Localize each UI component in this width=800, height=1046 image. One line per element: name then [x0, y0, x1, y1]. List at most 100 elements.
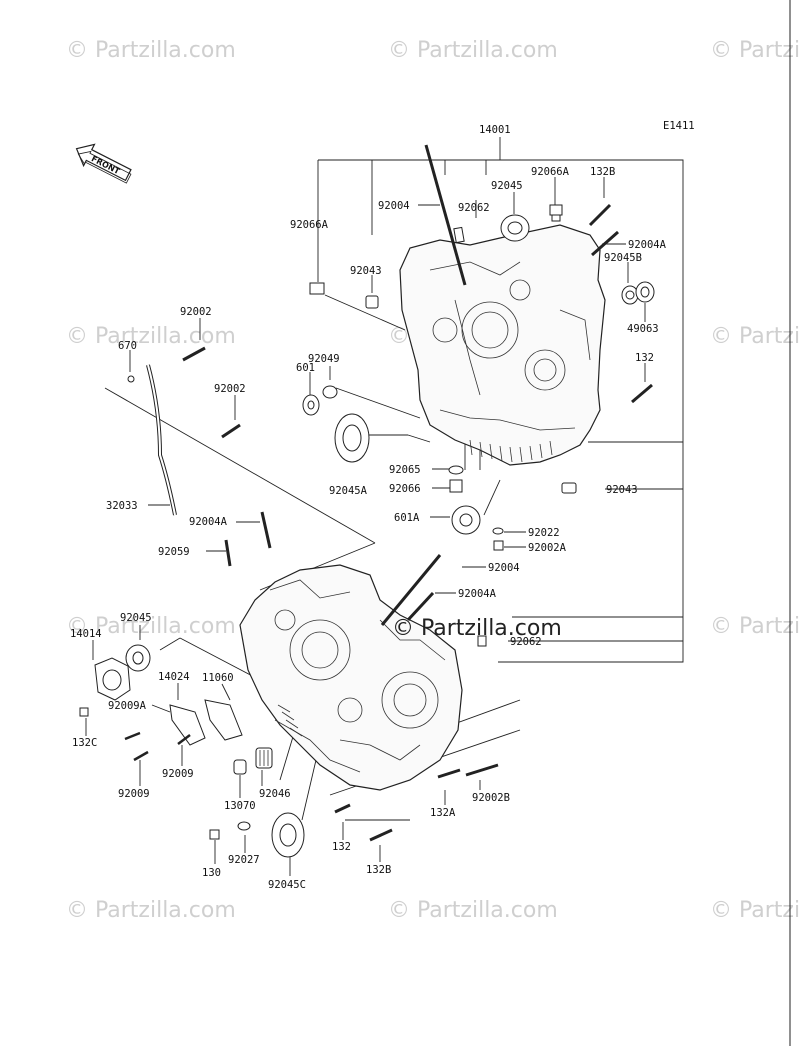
- parts-layer: [79, 144, 655, 858]
- part-label: 92009A: [108, 700, 147, 712]
- lower-crankcase-half: [239, 564, 463, 791]
- watermark: © Partzilla.com: [710, 38, 800, 63]
- part-label: 92062: [510, 636, 542, 648]
- screw-icon: [177, 734, 191, 745]
- part-label: 92045: [491, 180, 523, 192]
- screw-icon: [124, 731, 141, 741]
- stud-icon: [380, 554, 442, 626]
- needle-bearing-icon: [255, 747, 273, 769]
- part-label: 14024: [158, 671, 190, 683]
- bolt-icon: [631, 383, 653, 404]
- part-label: 13070: [224, 800, 256, 812]
- stud-icon: [406, 591, 435, 622]
- part-label: 49063: [627, 323, 659, 335]
- part-label: 92065: [389, 464, 421, 476]
- watermark: © Partzilla.com: [710, 898, 800, 923]
- watermark: © Partzilla.com: [66, 898, 236, 923]
- part-label: 601: [296, 362, 315, 374]
- part-label: 92045C: [268, 879, 306, 891]
- part-label: 92004A: [189, 516, 228, 528]
- bolt-icon: [334, 803, 351, 814]
- watermark: © Partzilla.com: [710, 324, 800, 349]
- part-label: 92002: [180, 306, 212, 318]
- part-label: 92062: [458, 202, 490, 214]
- watermark: © Partzilla.com: [66, 614, 236, 639]
- bolt-icon: [437, 768, 461, 779]
- dowel-pin: [477, 635, 487, 647]
- washer-icon: [448, 465, 464, 475]
- part-label: 92043: [350, 265, 382, 277]
- part-label: 92027: [228, 854, 260, 866]
- part-label: 32033: [106, 500, 138, 512]
- part-label: 92022: [528, 527, 560, 539]
- stud-icon: [260, 511, 272, 549]
- part-label: 92066A: [290, 219, 329, 231]
- part-label: 670: [118, 340, 137, 352]
- part-label: 92002: [214, 383, 246, 395]
- watermark: © Partzilla.com: [66, 324, 236, 349]
- part-label: 92009: [162, 768, 194, 780]
- part-label: 132: [332, 841, 351, 853]
- bolt-icon: [221, 423, 241, 439]
- washer-icon: [237, 821, 251, 831]
- bearing-icon: [302, 394, 320, 416]
- dowel-pin: [365, 295, 379, 309]
- washer-icon: [322, 385, 338, 399]
- watermark: © Partzilla.com: [388, 38, 558, 63]
- part-label: 92043: [606, 484, 638, 496]
- watermark: © Partzilla.com: [388, 898, 558, 923]
- dowel-pin: [561, 482, 577, 494]
- bearing-icon: [334, 413, 370, 463]
- part-label: 92002A: [528, 542, 567, 554]
- part-labels: 14001 92066A 132B 92045 92004 92062 9200…: [70, 124, 667, 891]
- bolt-icon: [182, 346, 206, 362]
- bolt-icon: [209, 829, 220, 840]
- part-label: 92059: [158, 546, 190, 558]
- part-label: 92049: [308, 353, 340, 365]
- plug-icon: [549, 204, 563, 222]
- stud-92004: [424, 144, 467, 286]
- stud-icon: [224, 539, 232, 567]
- part-label: 92002B: [472, 792, 510, 804]
- part-label: 130: [202, 867, 221, 879]
- bearing-icon: [271, 812, 305, 858]
- diagram-code: E1411: [663, 120, 695, 132]
- part-label: 14014: [70, 628, 102, 640]
- bolt-icon: [465, 763, 499, 777]
- part-label: 92046: [259, 788, 291, 800]
- part-label: 132B: [366, 864, 391, 876]
- part-label: 601A: [394, 512, 420, 524]
- plug-icon: [309, 282, 325, 295]
- part-label: 11060: [202, 672, 234, 684]
- gasket-icon: [204, 699, 243, 741]
- part-label: 92009: [118, 788, 150, 800]
- part-label: 14001: [479, 124, 511, 136]
- part-label: 92004A: [458, 588, 497, 600]
- bearing-icon: [451, 505, 481, 535]
- front-arrow-icon: FRONT: [75, 143, 132, 184]
- screw-icon: [133, 750, 149, 762]
- cover-plate: [94, 657, 131, 701]
- part-label: 132A: [430, 807, 456, 819]
- bolt-icon: [493, 540, 504, 551]
- part-label: 92066A: [531, 166, 570, 178]
- part-label: 92004: [488, 562, 520, 574]
- bolt-icon: [369, 828, 393, 842]
- bolt-icon: [79, 707, 89, 717]
- center-watermark: © Partzilla.com: [392, 616, 562, 641]
- spacer-icon: [233, 759, 247, 775]
- part-label: 92066: [389, 483, 421, 495]
- bearing-icon: [125, 644, 151, 672]
- fin-pattern: [277, 704, 303, 737]
- fin-pattern: [469, 439, 553, 463]
- part-label: 92045: [120, 612, 152, 624]
- bearing-icon: [621, 285, 639, 305]
- oil-seal-icon: [635, 281, 655, 303]
- bearing-icon: [500, 214, 530, 242]
- washer-icon: [492, 527, 504, 535]
- stud-icon: [591, 230, 619, 257]
- part-label: 92004A: [628, 239, 667, 251]
- bolt-icon: [588, 203, 612, 227]
- part-label: 132B: [590, 166, 615, 178]
